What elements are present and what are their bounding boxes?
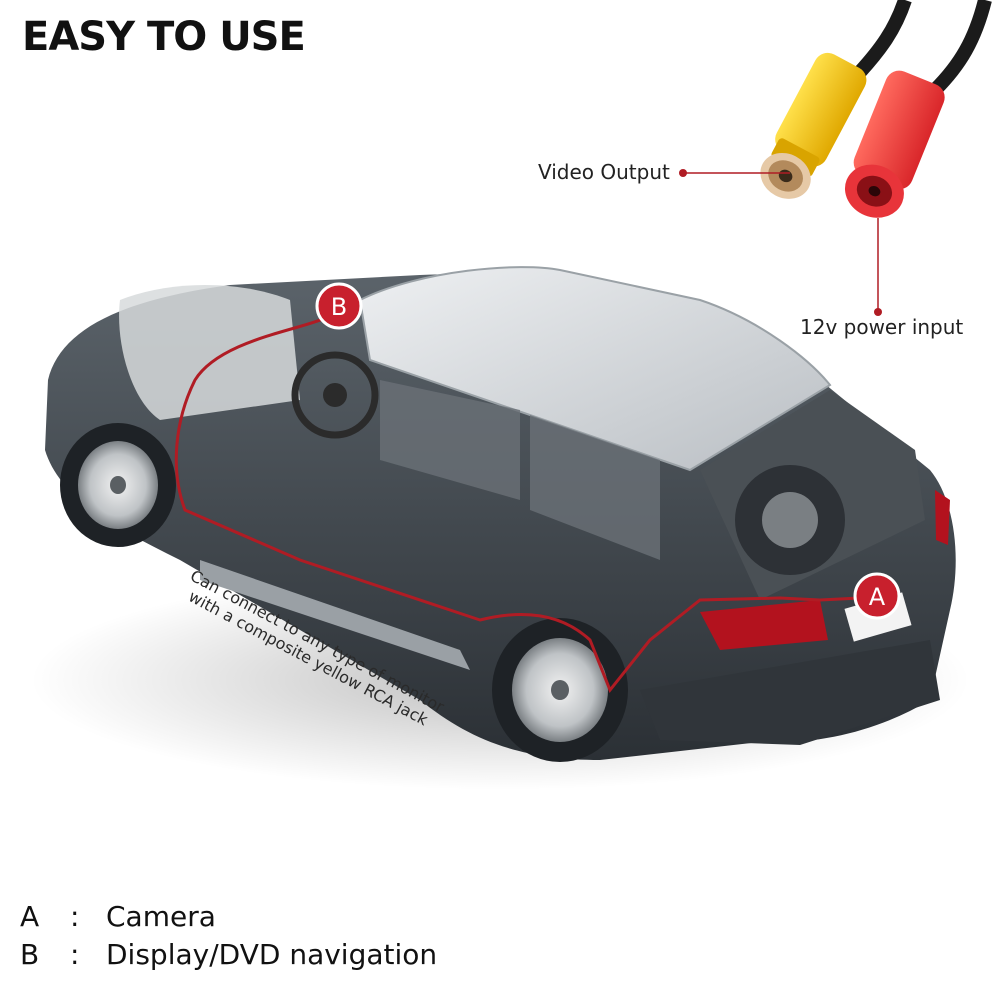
- legend-item-display: B : Display/DVD navigation: [20, 936, 437, 974]
- rca-yellow-plug-icon: [760, 52, 867, 199]
- rca-red-plug-icon: [844, 70, 945, 218]
- legend-item-camera: A : Camera: [20, 898, 437, 936]
- legend-separator: :: [70, 900, 80, 933]
- page-title: EASY TO USE: [22, 14, 306, 60]
- svg-text:A: A: [869, 583, 886, 611]
- video-output-label: Video Output: [538, 160, 670, 184]
- legend-separator: :: [70, 938, 80, 971]
- front-wheel: [60, 423, 176, 547]
- legend-label: Display/DVD navigation: [106, 938, 438, 971]
- marker-b: B: [315, 282, 363, 330]
- svg-text:B: B: [331, 293, 347, 321]
- legend-key: B: [20, 938, 40, 971]
- legend-key: A: [20, 900, 40, 933]
- rca-cables: [854, 0, 992, 95]
- legend: A : Camera B : Display/DVD navigation: [20, 898, 437, 974]
- car-cutaway-illustration: [45, 266, 956, 760]
- rear-wheel: [492, 618, 628, 762]
- power-input-label: 12v power input: [800, 315, 964, 339]
- wiring-route: [174, 316, 861, 693]
- legend-label: Camera: [106, 900, 216, 933]
- marker-a: A: [853, 572, 901, 620]
